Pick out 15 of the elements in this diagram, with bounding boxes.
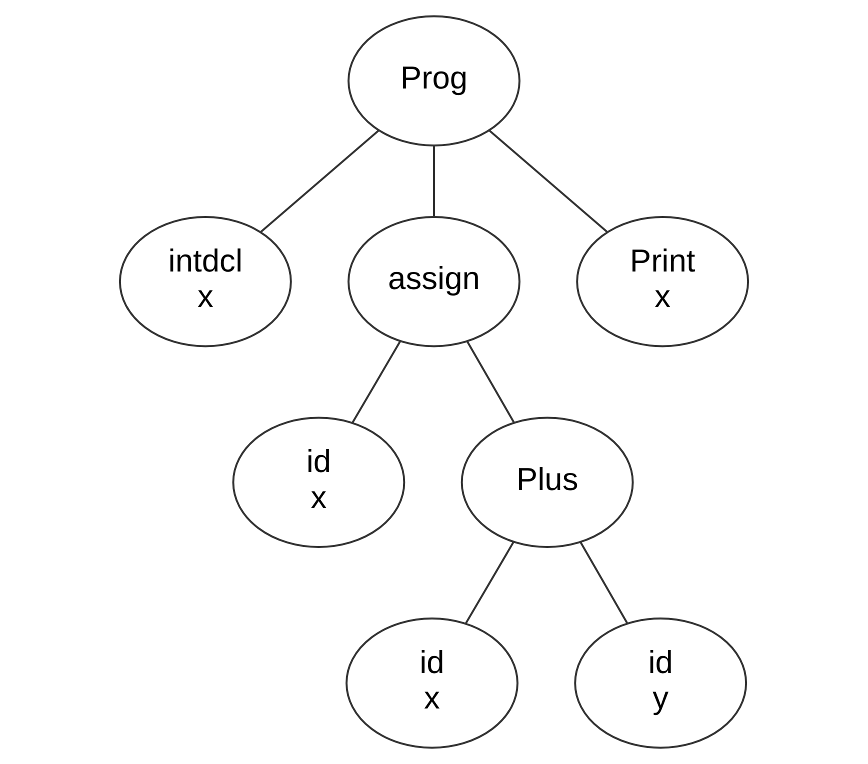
connector	[433, 146, 435, 217]
connector	[488, 130, 608, 232]
node-ellipse: id x	[232, 416, 406, 548]
node-ellipse: Prog	[348, 15, 520, 146]
node-ellipse: Plus	[460, 416, 634, 548]
connector	[352, 340, 402, 424]
node-ellipse: id y	[574, 618, 748, 749]
node-ellipse: assign	[348, 216, 520, 348]
node-ellipse: Print x	[576, 216, 750, 348]
connector	[580, 542, 628, 624]
node-ellipse: id x	[346, 618, 518, 749]
connector	[465, 541, 514, 624]
connector	[260, 130, 380, 232]
connector	[466, 341, 516, 424]
node-ellipse: intdcl x	[118, 216, 292, 348]
